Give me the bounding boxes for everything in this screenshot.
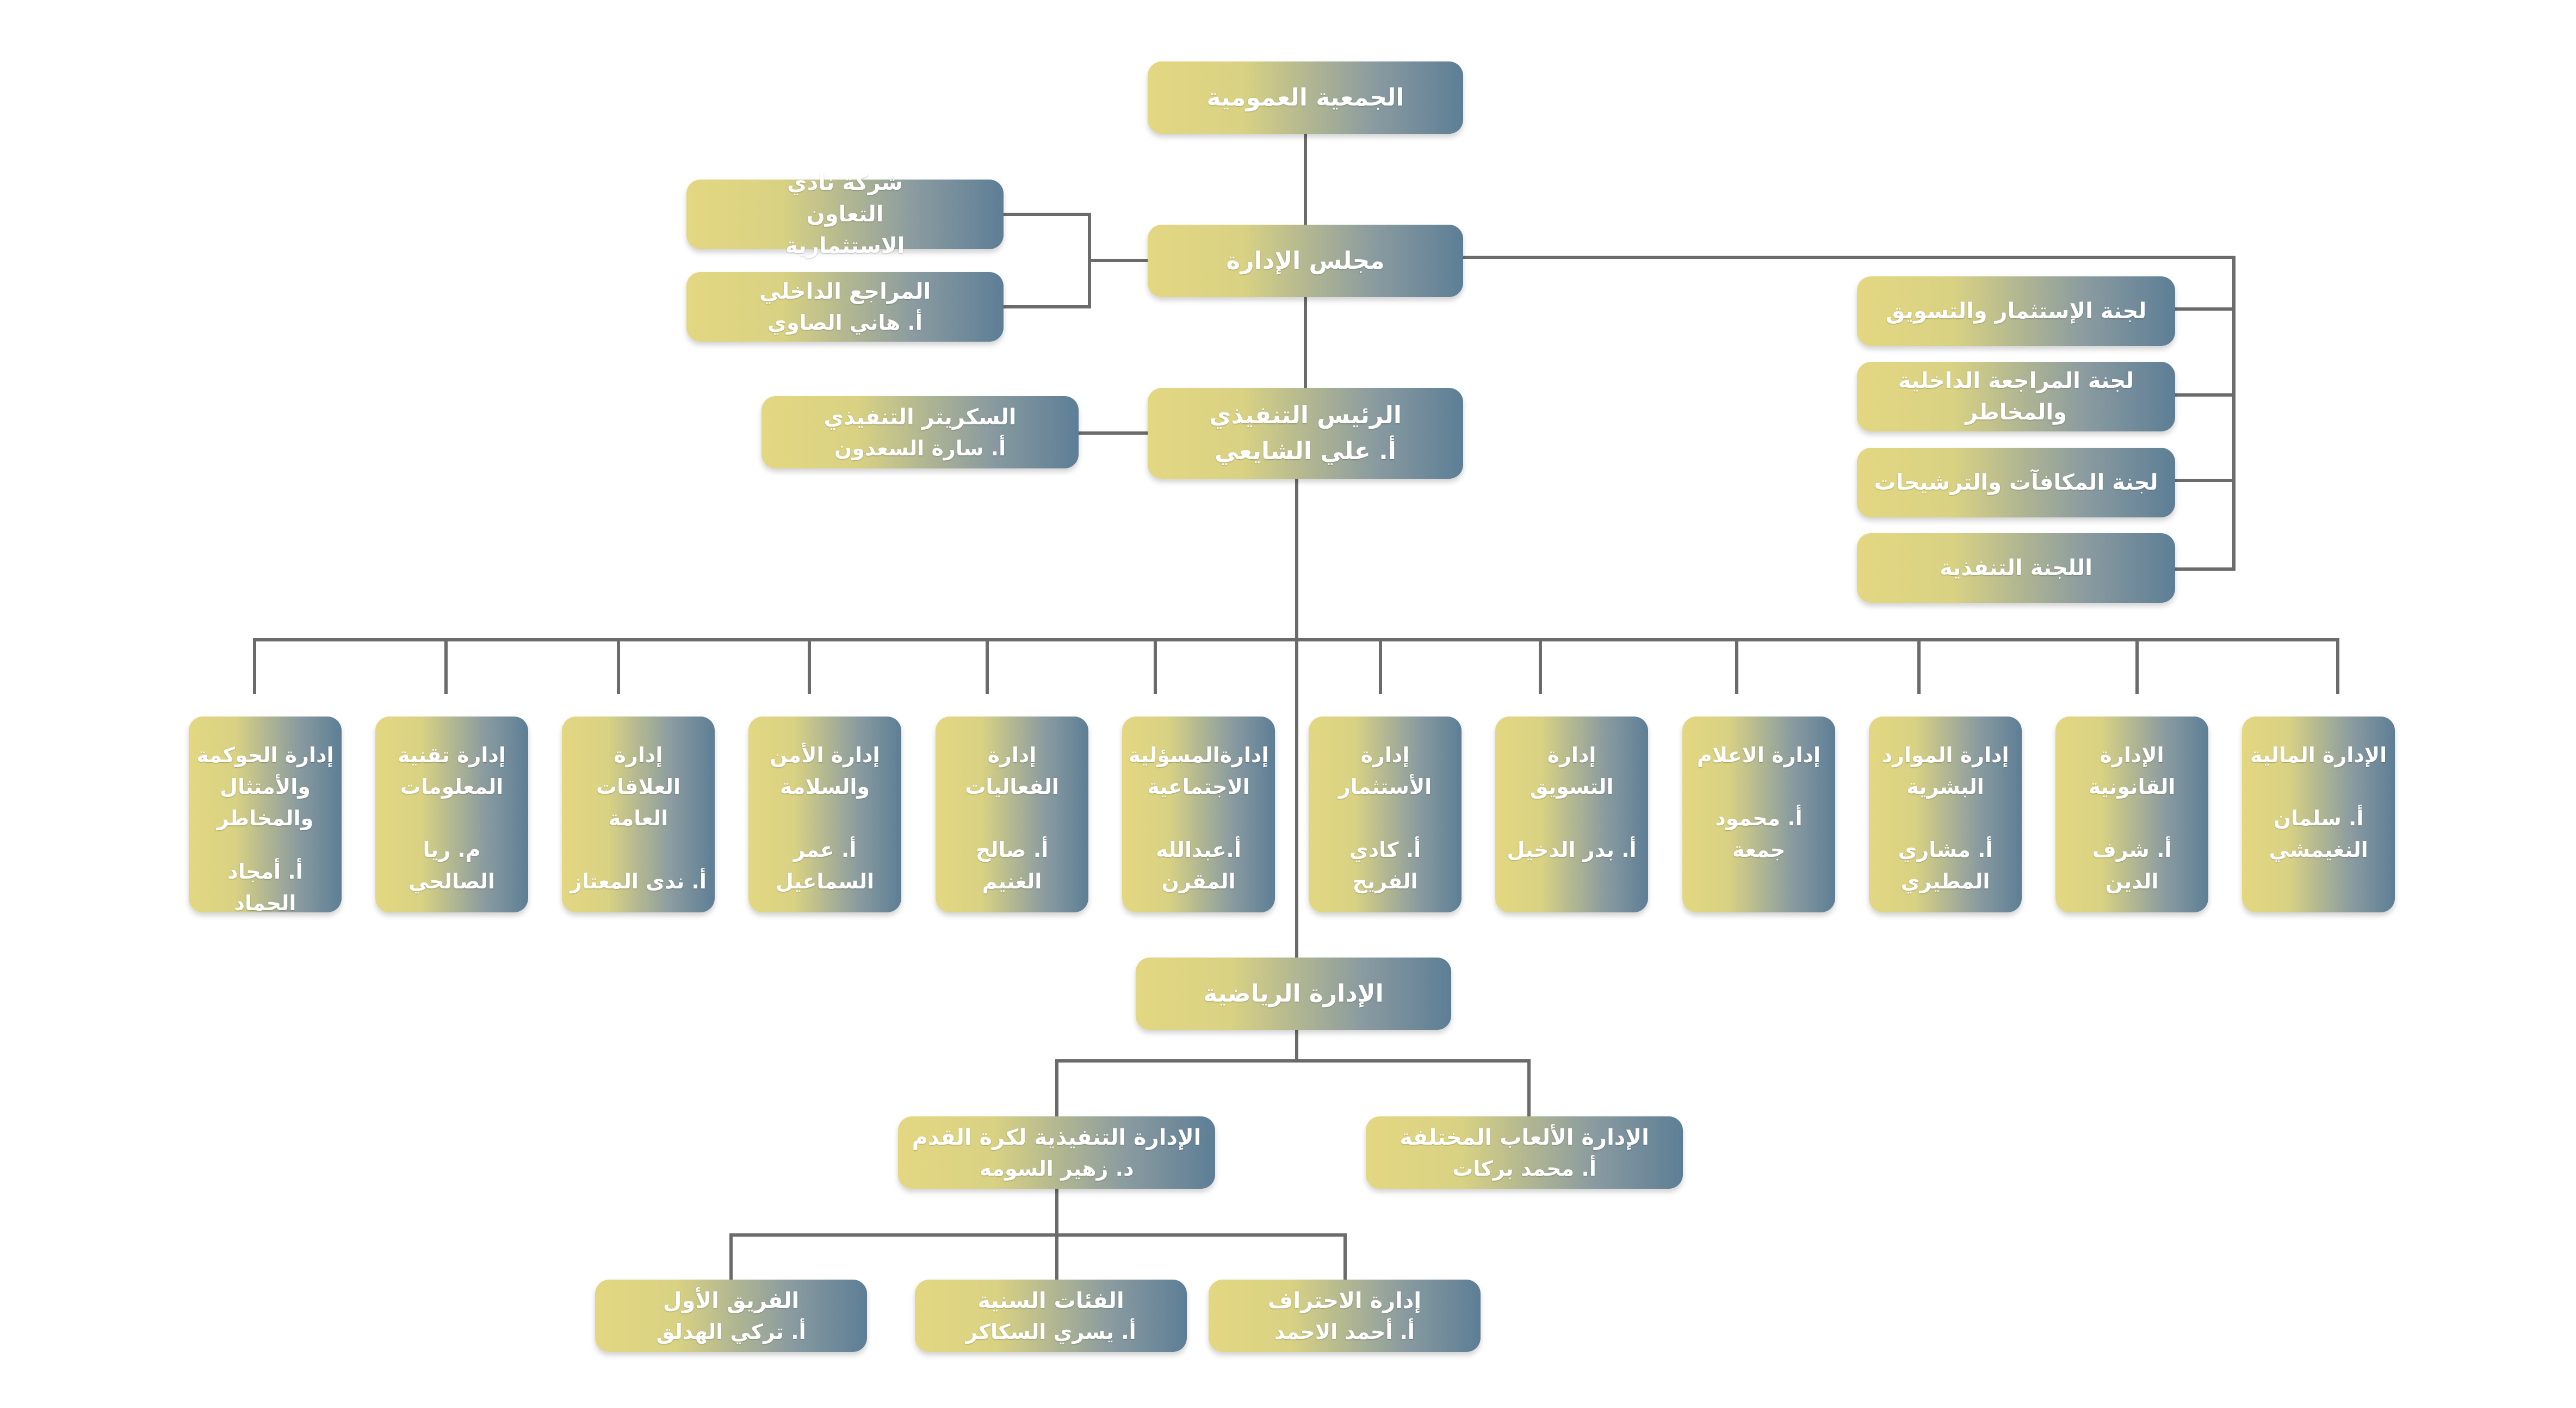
dept-manager: أ. محمود جمعة	[1715, 806, 1803, 862]
dept-manager: أ. صالح الغنيم	[975, 838, 1049, 893]
dept-title: إدارة العلاقات العامة	[596, 743, 680, 830]
investment-company-box: شركة نادي التعاون الاستثمارية	[686, 170, 1004, 258]
various-games-name: أ. محمد بركات	[1452, 1156, 1596, 1181]
board-box: مجلس الإدارة	[1148, 225, 1463, 297]
sports-admin-label: الإدارة الرياضية	[1203, 979, 1384, 1008]
committee-executive-box: اللجنة التنفذية	[1857, 533, 2175, 603]
various-games-box: الإدارة الألعاب المختلفة أ. محمد بركات	[1366, 1116, 1683, 1189]
dept-investment-box: إدارة الأستثمار أ. كادي الفريح	[1309, 717, 1462, 912]
committee-rewards-box: لجنة المكافآت والترشيحات	[1857, 448, 2175, 517]
dept-title: إدارة الحوكمة والأمتثال والمخاطر	[196, 743, 334, 830]
dept-manager: أ.عبدالله المقرن	[1156, 838, 1241, 893]
sports-admin-box: الإدارة الرياضية	[1136, 958, 1451, 1030]
committee-investment-box: لجنة الإستثمار والتسويق	[1857, 276, 2175, 346]
professionalism-title: إدارة الاحتراف	[1267, 1288, 1422, 1313]
dept-security-box: إدارة الأمن والسلامة أ. عمر السماعيل	[748, 717, 901, 912]
dept-pr-box: إدارة العلاقات العامة أ. ندى المعتاز	[562, 717, 715, 912]
football-exec-title: الإدارة التنفيذية لكرة القدم	[912, 1125, 1202, 1150]
dept-title: إدارة الأستثمار	[1338, 743, 1432, 799]
dept-finance-box: الإدارة المالية أ. سلمان النغيمشي	[2242, 717, 2395, 912]
dept-manager: أ. كادي الفريح	[1349, 838, 1421, 893]
dept-title: إدارة الموارد البشرية	[1881, 743, 2009, 799]
dept-title: إدارة التسويق	[1530, 743, 1614, 799]
internal-auditor-box: المراجع الداخلي أ. هاني الصاوي	[686, 272, 1004, 342]
various-games-title: الإدارة الألعاب المختلفة	[1400, 1125, 1649, 1150]
dept-legal-box: الإدارة القانونية أ. شرف الدين	[2055, 717, 2208, 912]
dept-marketing-box: إدارة التسويق أ. بدر الدخيل	[1495, 717, 1648, 912]
dept-manager: م. ريا الصالحي	[408, 838, 496, 893]
ceo-box: الرئيس التنفيذي أ. علي الشايعي	[1148, 388, 1463, 479]
exec-secretary-box: السكريتر التنفيذي أ. سارة السعدون	[761, 396, 1079, 468]
exec-secretary-name: أ. سارة السعدون	[834, 436, 1006, 460]
age-groups-title: الفئات السنية	[977, 1288, 1124, 1313]
ceo-name: أ. علي الشايعي	[1215, 437, 1396, 465]
internal-auditor-title: المراجع الداخلي	[759, 279, 931, 304]
general-assembly-label: الجمعية العمومية	[1206, 83, 1404, 112]
dept-events-box: إدارة الفعاليات أ. صالح الغنيم	[936, 717, 1088, 912]
professionalism-name: أ. أحمد الاحمد	[1274, 1319, 1415, 1344]
committee-audit-box: لجنة المراجعة الداخلية والمخاطر	[1857, 362, 2175, 431]
dept-title: إدارة الأمن والسلامة	[770, 743, 880, 799]
dept-title: إدارة الفعاليات	[965, 743, 1059, 799]
committee-rewards-label: لجنة المكافآت والترشيحات	[1874, 470, 2158, 495]
professionalism-box: إدارة الاحتراف أ. أحمد الاحمد	[1209, 1280, 1481, 1352]
dept-title: إدارة الاعلام	[1696, 743, 1821, 767]
football-exec-box: الإدارة التنفيذية لكرة القدم د. زهير الس…	[898, 1116, 1215, 1189]
dept-manager: أ. أمجاد الحماد	[227, 860, 303, 915]
dept-csr-box: إدارةالمسؤلية الاجتماعية أ.عبدالله المقر…	[1122, 717, 1275, 912]
investment-company-label: شركة نادي التعاون الاستثمارية	[785, 170, 905, 258]
age-groups-name: أ. يسري السكاكر	[965, 1319, 1136, 1344]
exec-secretary-title: السكريتر التنفيذي	[823, 404, 1017, 430]
dept-manager: أ. مشاري المطيري	[1898, 838, 1993, 893]
dept-title: إدارة تقنية المعلومات	[398, 743, 506, 799]
internal-auditor-name: أ. هاني الصاوي	[767, 311, 922, 335]
football-exec-name: د. زهير السومه	[979, 1156, 1134, 1181]
dept-it-box: إدارة تقنية المعلومات م. ريا الصالحي	[375, 717, 528, 912]
dept-title: الإدارة القانونية	[2088, 743, 2176, 799]
general-assembly-box: الجمعية العمومية	[1148, 61, 1463, 134]
first-team-box: الفريق الأول أ. تركي الهدلق	[595, 1280, 867, 1352]
dept-title: إدارةالمسؤلية الاجتماعية	[1128, 743, 1269, 799]
dept-governance-box: إدارة الحوكمة والأمتثال والمخاطر أ. أمجا…	[189, 717, 342, 915]
dept-manager: أ. بدر الدخيل	[1507, 838, 1637, 862]
board-label: مجلس الإدارة	[1226, 246, 1385, 275]
age-groups-box: الفئات السنية أ. يسري السكاكر	[915, 1280, 1187, 1352]
dept-media-box: إدارة الاعلام أ. محمود جمعة	[1682, 717, 1835, 912]
committee-executive-label: اللجنة التنفذية	[1940, 555, 2092, 581]
ceo-title: الرئيس التنفيذي	[1209, 401, 1402, 429]
dept-manager: أ. شرف الدين	[2092, 838, 2172, 893]
dept-hr-box: إدارة الموارد البشرية أ. مشاري المطيري	[1869, 717, 2022, 912]
committee-investment-label: لجنة الإستثمار والتسويق	[1885, 299, 2147, 324]
dept-manager: أ. عمر السماعيل	[775, 838, 875, 893]
first-team-title: الفريق الأول	[662, 1288, 800, 1313]
dept-manager: أ. ندى المعتاز	[570, 869, 707, 893]
first-team-name: أ. تركي الهدلق	[656, 1319, 806, 1344]
dept-manager: أ. سلمان النغيمشي	[2269, 806, 2368, 862]
dept-title: الإدارة المالية	[2250, 743, 2387, 767]
committee-audit-label: لجنة المراجعة الداخلية والمخاطر	[1898, 368, 2134, 425]
